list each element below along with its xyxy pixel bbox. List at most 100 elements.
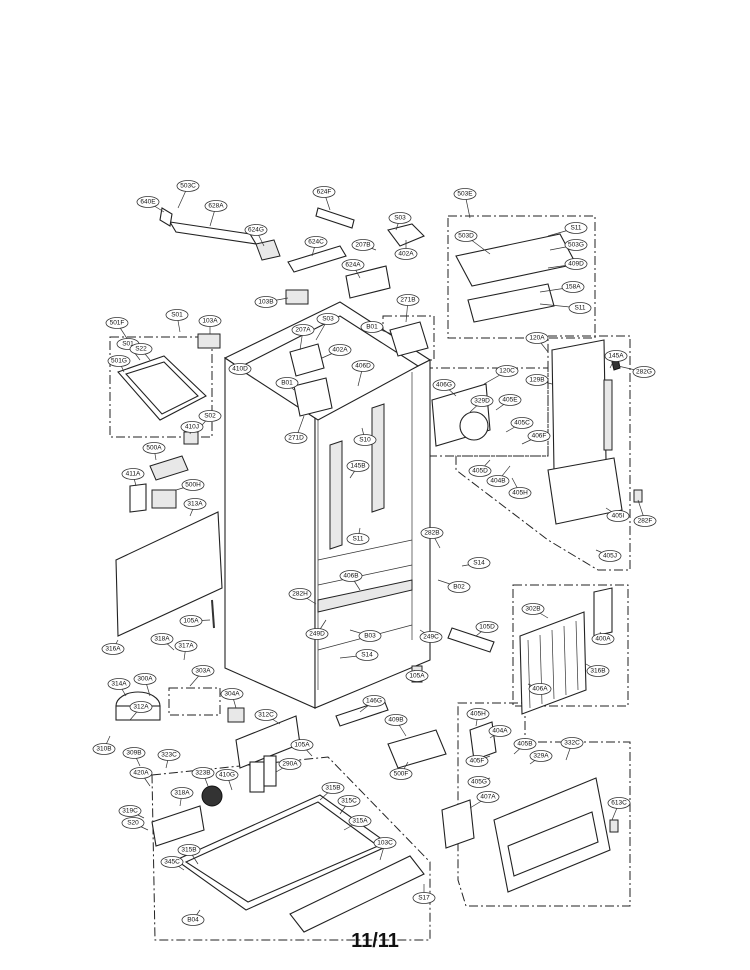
part-label: 315C [337,795,361,815]
part-label: 404B [486,465,511,487]
label-oval [341,259,365,271]
label-oval [465,755,489,767]
part-number-text: 314A [111,681,127,688]
part-label: 313A [183,498,207,517]
part-label: 628A [204,200,228,227]
part-number-text: 400A [595,636,611,643]
part-label: 249C [419,629,443,643]
label-oval [510,417,534,429]
part-number-text: 271B [400,297,415,304]
part-number-text: 402A [398,251,414,258]
part-label: 501F [105,317,129,341]
part-number-text: 405H [470,711,486,718]
part-number-text: S01 [122,341,134,348]
label-oval [174,640,198,652]
part-label: 402A [394,240,418,260]
part-label: 500A [142,442,166,461]
label-oval [419,631,443,643]
label-oval [486,475,510,487]
label-oval [180,421,204,433]
part-label: 503D [454,230,491,255]
part-number-text: 404A [492,728,508,735]
part-number-text: 249D [309,631,325,638]
part-label: 624F [312,186,336,211]
label-oval [312,186,336,198]
part-label: 158A [539,281,585,293]
part-number-text: 420A [133,770,149,777]
part-number-text: 312C [258,712,274,719]
part-label: 407A [469,791,500,809]
label-oval [495,365,519,377]
part-label: 315B [177,844,201,865]
part-label: 501G [107,355,131,373]
label-oval [157,749,181,761]
part-number-text: 409B [388,717,403,724]
part-label: 405E [495,394,522,411]
part-label: 315B [319,782,345,801]
part-label: 404A [488,725,512,739]
part-number-text: 332C [564,740,580,747]
part-label: 406B [339,570,363,591]
part-number-text: 405C [514,420,530,427]
part-number-text: 503D [458,233,474,240]
part-number-text: 402A [332,347,348,354]
label-oval [525,332,549,344]
part-number-text: B03 [364,633,376,640]
part-number-text: 318A [174,790,190,797]
part-number-text: 503E [457,191,473,198]
group-outline-left-shelf [109,336,213,438]
label-oval [466,708,490,720]
part-label: 405F [465,755,491,767]
part-label: 318A [150,633,175,651]
part-label: 323B [191,767,215,787]
part-number-text: 624G [248,227,264,234]
label-oval [316,313,340,325]
part-number-text: 146G [366,698,382,705]
label-oval [351,360,375,372]
part-number-text: 310B [96,746,111,753]
label-oval [606,510,630,522]
part-label: 103A [198,315,222,334]
part-label: 282B [420,527,444,549]
part-label: 271D [284,415,308,444]
label-oval [198,315,222,327]
label-oval [290,739,314,751]
part-number-text: 313A [187,501,203,508]
label-oval [278,758,302,770]
label-oval [179,615,203,627]
label-oval [339,570,363,582]
part-number-text: B01 [366,324,378,331]
label-oval [355,649,379,661]
part-label: 317A [174,640,198,661]
parts [115,207,643,933]
part-number-text: 407A [480,794,496,801]
part-number-text: 323B [195,770,210,777]
part-label: 282H [288,588,317,605]
part-number-text: 411A [126,471,141,478]
part-number-text: 303A [195,668,211,675]
part-label: 312A [129,701,153,721]
label-oval [305,628,329,640]
part-label: 105A [179,615,211,627]
part-label: 420A [129,767,153,787]
part-label: 303A [189,665,215,687]
label-oval [107,355,131,367]
label-oval [244,224,268,236]
label-oval [591,633,615,645]
label-oval [633,515,657,527]
label-oval [129,343,153,355]
page-number: 11/11 [351,930,399,952]
part-number-text: 503C [180,183,196,190]
part-label: 314A [107,678,131,697]
part-label: 624G [244,224,268,247]
part-number-text: 410G [219,772,235,779]
label-oval [467,557,491,569]
part-number-text: 405G [471,779,487,786]
part-label: 304A [220,688,244,709]
part-label: 405H [508,477,532,499]
label-oval [191,665,215,677]
part-label: 316B [585,663,610,677]
part-label: 282F [633,499,657,527]
label-oval [304,236,328,248]
